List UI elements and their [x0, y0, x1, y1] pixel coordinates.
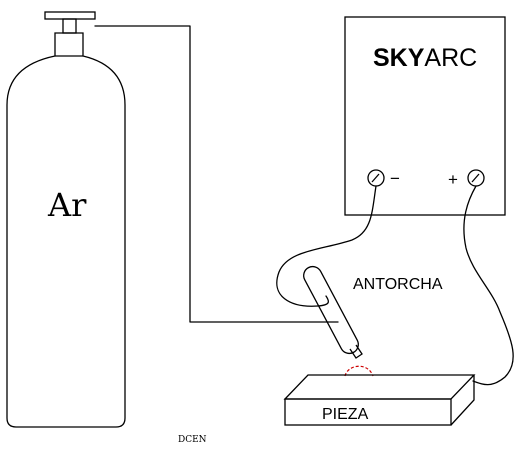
- machine-brand-regular: ARC: [424, 44, 477, 72]
- cylinder-label: Ar: [47, 186, 87, 224]
- cylinder-valve-stem: [62, 18, 77, 34]
- negative-terminal-mark: [371, 173, 380, 183]
- machine-brand: SKYARC: [373, 44, 477, 72]
- workpiece-label: PIEZA: [322, 406, 369, 423]
- welding-arc-icon: [344, 365, 374, 377]
- positive-sign: +: [448, 170, 458, 189]
- polarity-caption: DCEN: [178, 435, 207, 445]
- torch-cable: [276, 185, 377, 307]
- cylinder-valve-handle: [44, 11, 96, 20]
- torch-label: ANTORCHA: [353, 276, 443, 293]
- workpiece-right-side: [450, 375, 475, 426]
- negative-sign: −: [390, 169, 400, 188]
- work-cable: [463, 185, 514, 386]
- torch-nozzle: [349, 344, 363, 359]
- workpiece: PIEZA: [283, 374, 476, 426]
- machine-brand-bold: SKY: [373, 44, 425, 72]
- argon-cylinder: Ar: [6, 11, 126, 428]
- workpiece-front: [284, 398, 452, 426]
- positive-terminal-mark: [471, 173, 480, 183]
- welding-machine: SKYARC − +: [344, 16, 506, 216]
- welding-torch: ANTORCHA: [303, 265, 443, 359]
- machine-housing: [344, 16, 506, 216]
- torch-body: [303, 265, 359, 355]
- cylinder-body: [6, 32, 126, 428]
- workpiece-top: [283, 374, 476, 400]
- gas-hose: [94, 25, 339, 323]
